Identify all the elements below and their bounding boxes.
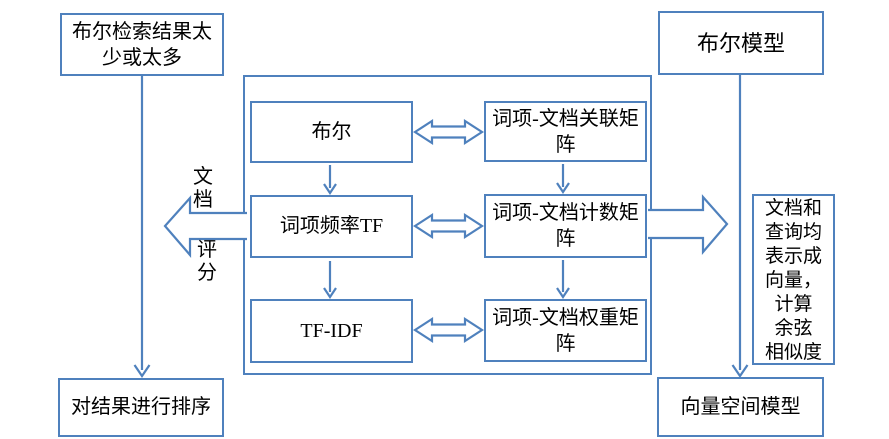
box-label: 词项-文档权重矩阵 bbox=[492, 306, 639, 355]
box-vector-cosine-note: 文档和 查询均 表示成 向量， 计算 余弦 相似度 bbox=[752, 194, 835, 365]
box-boolean-model: 布尔模型 bbox=[658, 11, 824, 75]
box-label: 向量空间模型 bbox=[680, 395, 801, 418]
box-term-frequency-tf: 词项频率TF bbox=[250, 195, 413, 258]
box-term-doc-count-matrix: 词项-文档计数矩阵 bbox=[484, 194, 647, 258]
box-label: 对结果进行排序 bbox=[71, 396, 211, 418]
box-label: 词项频率TF bbox=[279, 215, 384, 237]
box-vector-space-model: 向量空间模型 bbox=[657, 377, 824, 437]
box-label: TF-IDF bbox=[300, 319, 363, 342]
label-score: 评分 bbox=[197, 239, 217, 284]
box-label: 布尔检索结果太少或太多 bbox=[72, 20, 212, 69]
box-term-doc-weight-matrix: 词项-文档权重矩阵 bbox=[484, 299, 647, 362]
box-label: 布尔模型 bbox=[696, 30, 785, 56]
block-arrow-right-icon bbox=[648, 194, 729, 255]
box-term-doc-incidence-matrix: 词项-文档关联矩阵 bbox=[484, 101, 647, 162]
arrowhead-down-icon bbox=[133, 364, 151, 378]
box-boolean-results-too-few-or-many: 布尔检索结果太少或太多 bbox=[60, 13, 224, 76]
box-tf-idf: TF-IDF bbox=[250, 299, 413, 363]
arrowhead-down-icon bbox=[731, 364, 749, 378]
block-arrow-right-fill bbox=[648, 197, 727, 252]
box-label: 词项-文档关联矩阵 bbox=[492, 107, 639, 156]
box-label: 布尔 bbox=[311, 120, 352, 143]
box-boolean: 布尔 bbox=[250, 101, 413, 163]
box-label: 词项-文档计数矩阵 bbox=[492, 202, 639, 250]
label-document: 文档 bbox=[193, 166, 213, 211]
box-rank-results: 对结果进行排序 bbox=[58, 378, 224, 437]
